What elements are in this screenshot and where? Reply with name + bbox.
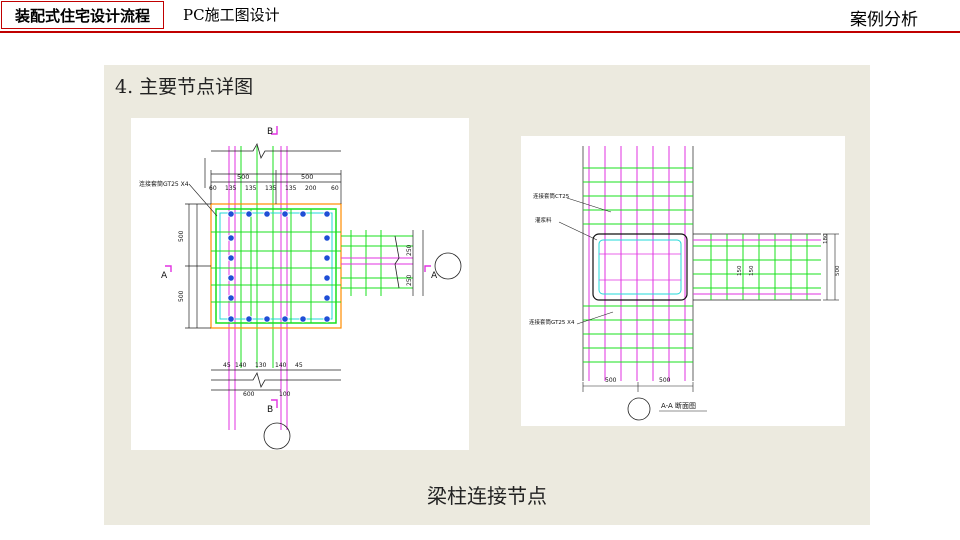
section-mark-b-bottom: B <box>267 405 273 415</box>
bottom-dim-2: 100 <box>279 391 291 398</box>
sleeve-label: 连接套筒GT25 X4 <box>139 180 189 188</box>
top-sub-dim-3: 135 <box>245 185 257 192</box>
bottom-sub-dim-3: 130 <box>255 362 267 369</box>
right-dim-1: 250 <box>406 244 413 256</box>
dim-bottom-1: 500 <box>605 377 617 384</box>
detail-ref-circle-right <box>434 252 462 280</box>
plan-view-drawing: B A A B 连接套筒GT25 X4 500 500 60 135 135 1… <box>131 118 469 450</box>
top-sub-dim-7: 60 <box>331 185 339 192</box>
subtitle: PC施工图设计 <box>183 6 280 24</box>
left-dim-1: 500 <box>178 230 185 242</box>
bottom-sub-dim-1: 45 <box>223 362 231 369</box>
section-view-svg: 连接套筒CT25 灌浆料 连接套筒GT25 X4 500 500 180 500… <box>529 146 841 421</box>
detail-ref-circle-bottom <box>263 422 291 450</box>
section-label: 案例分析 <box>850 10 918 30</box>
section-mark-b-top: B <box>267 127 273 137</box>
content-panel: 4. 主要节点详图 <box>104 65 870 525</box>
top-sub-dim-2: 135 <box>225 185 237 192</box>
bottom-dim-1: 600 <box>243 391 255 398</box>
top-sub-dim-5: 135 <box>285 185 297 192</box>
top-sub-dim-4: 135 <box>265 185 277 192</box>
bottom-sub-dim-2: 140 <box>235 362 247 369</box>
section-view-drawing: 连接套筒CT25 灌浆料 连接套筒GT25 X4 500 500 180 500… <box>521 136 845 426</box>
dim-right-2: 500 <box>835 265 841 276</box>
top-sub-dim-6: 200 <box>305 185 317 192</box>
bottom-sub-dim-4: 140 <box>275 362 287 369</box>
label-sleeve-gt25: 连接套筒GT25 X4 <box>529 318 575 326</box>
label-grout: 灌浆料 <box>535 216 552 224</box>
top-dim-1: 500 <box>237 173 249 181</box>
top-sub-dim-1: 60 <box>209 185 217 192</box>
dim-right-1: 180 <box>823 233 829 244</box>
section-title: 4. 主要节点详图 <box>115 76 254 98</box>
plan-view-svg: B A A B 连接套筒GT25 X4 500 500 60 135 135 1… <box>139 126 462 450</box>
right-dim-2: 250 <box>406 274 413 286</box>
top-dim-2: 500 <box>301 173 313 181</box>
section-title-aa: A-A 断面图 <box>661 401 696 410</box>
header-divider <box>0 31 960 33</box>
course-title-tab: 装配式住宅设计流程 <box>1 1 164 29</box>
bottom-sub-dim-5: 45 <box>295 362 303 369</box>
slide-header: 装配式住宅设计流程 PC施工图设计 案例分析 <box>0 0 960 33</box>
figure-caption: 梁柱连接节点 <box>427 484 547 508</box>
dim-bottom-2: 500 <box>659 377 671 384</box>
section-mark-a-left: A <box>161 271 168 281</box>
left-dim-2: 500 <box>178 290 185 302</box>
detail-ref-circle <box>627 397 651 421</box>
dim-right-4: 150 <box>749 265 755 276</box>
label-sleeve-ct25: 连接套筒CT25 <box>533 192 570 200</box>
dim-right-3: 150 <box>737 265 743 276</box>
section-mark-a-right: A <box>431 271 438 281</box>
